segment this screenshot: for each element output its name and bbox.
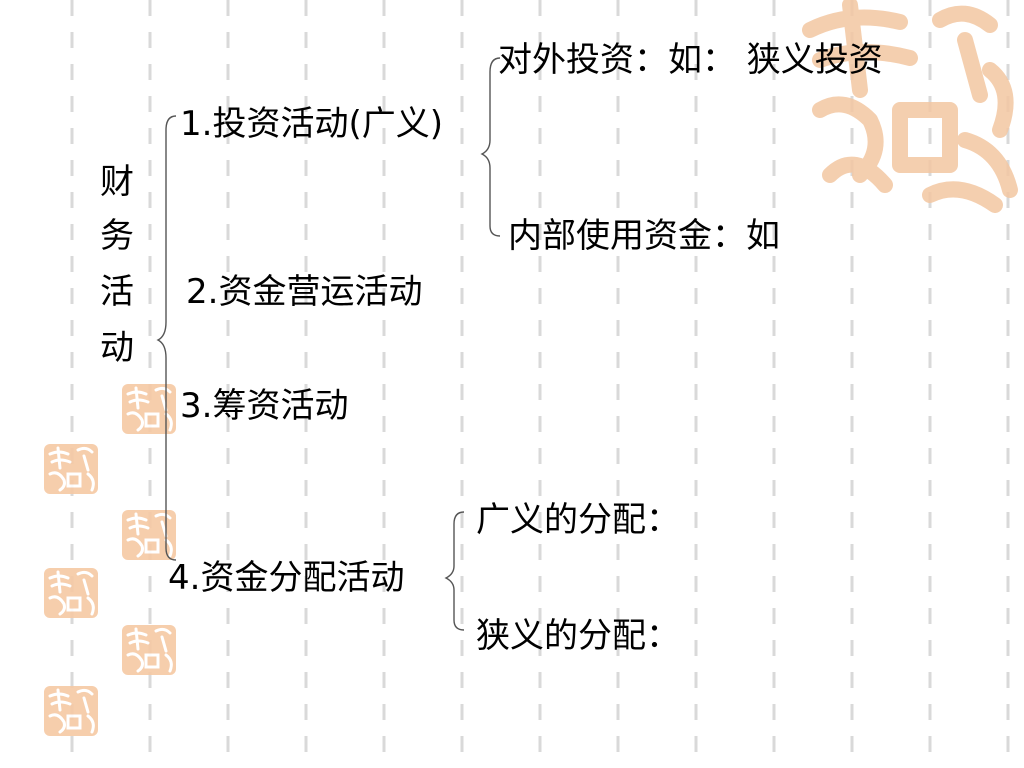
- auspicious-seal-icon: [44, 686, 98, 736]
- auspicious-seal-icon: [122, 384, 176, 434]
- branch-operation: 2.资金营运活动: [186, 272, 423, 312]
- auspicious-seal-icon: [802, 0, 1018, 213]
- distribution-narrow: 狭义的分配：: [476, 616, 680, 656]
- distribution-broad: 广义的分配：: [476, 500, 680, 540]
- investment-external: 对外投资：如： 狭义投资: [498, 40, 883, 80]
- root-char: 活: [100, 272, 134, 312]
- root-char: 动: [100, 328, 134, 368]
- root-char: 务: [100, 216, 134, 256]
- branch-financing: 3.筹资活动: [180, 386, 349, 426]
- branch-distribution: 4.资金分配活动: [168, 558, 405, 598]
- auspicious-seal-icon: [44, 444, 98, 494]
- auspicious-seal-icon: [122, 510, 176, 560]
- auspicious-seal-icon: [44, 568, 98, 618]
- investment-internal: 内部使用资金：如: [508, 216, 780, 256]
- auspicious-seal-icon: [122, 625, 176, 675]
- root-char: 财: [100, 162, 134, 202]
- branch-investment: 1.投资活动(广义): [180, 104, 443, 144]
